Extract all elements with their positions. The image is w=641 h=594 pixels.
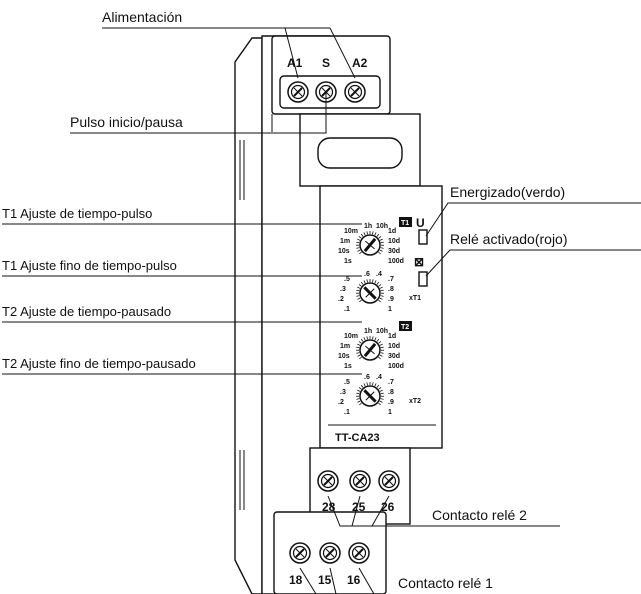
relay-symbol: ⊠ — [414, 255, 424, 269]
dial-label: .6 — [364, 271, 370, 278]
dial-label: .8 — [388, 286, 394, 293]
dial-label: .5 — [344, 276, 350, 283]
terminal-16: 16 — [347, 573, 361, 587]
dial-label: .1 — [344, 306, 350, 313]
callout-contact-1: Contacto relé 1 — [398, 575, 493, 591]
t2-fine-dial[interactable]: .5 .6 .4 .7 .3 .8 .2 .9 .1 1 — [338, 374, 394, 416]
dial-label: .6 — [364, 374, 370, 381]
dial-label: .1 — [344, 409, 350, 416]
dial-label: 10d — [388, 343, 400, 350]
dial-label: .4 — [376, 374, 382, 381]
mid-body — [299, 113, 421, 187]
screw-icon — [348, 542, 370, 564]
terminal-18: 18 — [289, 573, 303, 587]
dial-label: 1d — [388, 333, 396, 340]
dial-label: 10m — [344, 333, 358, 340]
callout-power: Alimentación — [102, 9, 182, 25]
screw-icon — [349, 470, 371, 492]
dial-label: 30d — [388, 353, 400, 360]
dial-label: 100d — [388, 258, 404, 265]
dial-label: 10h — [376, 328, 388, 335]
dial-label: .8 — [388, 389, 394, 396]
t1-fine-unit: xT1 — [409, 295, 421, 302]
dial-label: 100d — [388, 363, 404, 370]
energized-symbol: U — [416, 216, 425, 230]
screw-icon — [287, 81, 309, 103]
callout-energized: Energizado(verdo) — [450, 184, 565, 200]
dial-label: .3 — [340, 389, 346, 396]
t2-badge-box — [399, 321, 412, 331]
dial-label: 10s — [338, 248, 350, 255]
dial-label: .9 — [388, 399, 394, 406]
dial-label: 10m — [344, 228, 358, 235]
t1-badge: T1 — [401, 220, 409, 227]
terminal-a2: A2 — [352, 56, 368, 70]
screw-icon — [317, 470, 339, 492]
dial-label: 30d — [388, 248, 400, 255]
dial-label: 1d — [388, 228, 396, 235]
callout-t2-fine: T2 Ajuste fino de tiempo-pausado — [2, 356, 196, 371]
energized-led — [418, 229, 428, 245]
t2-badge: T2 — [401, 324, 409, 331]
dial-label: 1m — [340, 343, 350, 350]
dial-label: 1 — [388, 409, 392, 416]
callout-relay-active: Relé activado(rojo) — [450, 231, 568, 247]
dial-label: 1s — [344, 258, 352, 265]
callout-t1-fine: T1 Ajuste fino de tiempo-pulso — [2, 258, 177, 273]
model-label: TT-CA23 — [335, 432, 380, 444]
dial-label: .9 — [388, 296, 394, 303]
screw-icon — [319, 542, 341, 564]
dial-label: .3 — [340, 286, 346, 293]
dial-label: 1 — [388, 306, 392, 313]
terminal-s: S — [322, 56, 330, 70]
dial-label: 10s — [338, 353, 350, 360]
screw-icon — [344, 81, 366, 103]
screw-icon — [378, 470, 400, 492]
callout-pulse: Pulso inicio/pausa — [70, 114, 183, 130]
dial-label: .4 — [376, 271, 382, 278]
terminal-28: 28 — [322, 500, 336, 514]
dial-label: .2 — [338, 296, 344, 303]
dial-label: 1s — [344, 363, 352, 370]
terminal-15: 15 — [318, 573, 332, 587]
callout-t2-time: T2 Ajuste de tiempo-pausado — [2, 304, 171, 319]
dial-label: 10d — [388, 238, 400, 245]
dial-label: .7 — [388, 276, 394, 283]
dial-label: 1h — [364, 223, 372, 230]
dial-label: .7 — [388, 379, 394, 386]
dial-label: 1m — [340, 238, 350, 245]
dial-label: .5 — [344, 379, 350, 386]
t1-badge-box — [399, 217, 412, 227]
dial-label: 1h — [364, 328, 372, 335]
callout-contact-2: Contacto relé 2 — [432, 507, 527, 523]
relay-led — [418, 271, 428, 287]
terminal-a1: A1 — [287, 56, 303, 70]
screw-icon — [289, 542, 311, 564]
dial-label: .2 — [338, 399, 344, 406]
t2-fine-unit: xT2 — [409, 398, 421, 405]
t1-fine-dial[interactable]: .5 .6 .4 .7 .3 .8 .2 .9 .1 1 — [338, 271, 394, 313]
callout-t1-time: T1 Ajuste de tiempo-pulso — [2, 206, 152, 221]
terminal-25: 25 — [352, 500, 366, 514]
terminal-screws — [287, 81, 400, 564]
leader-lines — [2, 27, 641, 594]
dial-label: 10h — [376, 223, 388, 230]
